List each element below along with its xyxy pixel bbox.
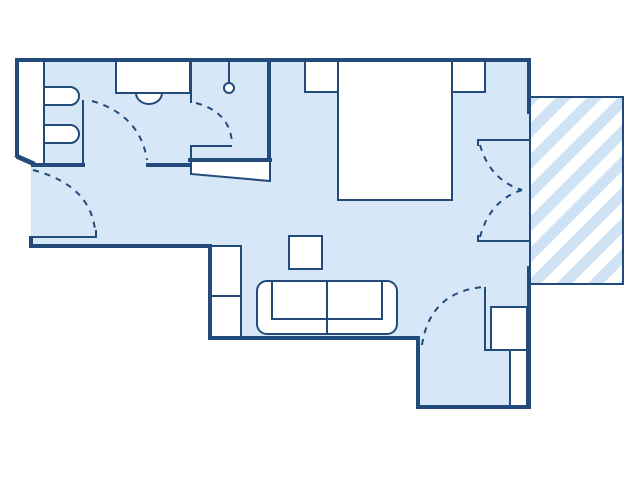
wall: [15, 58, 531, 157]
cabinet: [209, 245, 242, 297]
stool: [288, 235, 323, 270]
toilet-tank: [115, 59, 191, 94]
sink: [43, 124, 80, 144]
cabinet: [209, 295, 242, 339]
door-swing: [32, 169, 96, 231]
nightstand: [304, 59, 339, 93]
wall: [14, 153, 36, 166]
toilet-bowl: [134, 92, 164, 105]
door-swing: [91, 100, 148, 161]
wardrobe: [509, 349, 528, 408]
wall: [29, 236, 531, 409]
desk: [490, 306, 528, 351]
door-swing: [195, 102, 233, 144]
nightstand: [451, 59, 486, 93]
shower-head-icon: [223, 82, 235, 94]
balcony: [529, 96, 624, 285]
sink: [43, 86, 80, 106]
closet-strip: [16, 59, 45, 166]
bed: [337, 59, 453, 201]
